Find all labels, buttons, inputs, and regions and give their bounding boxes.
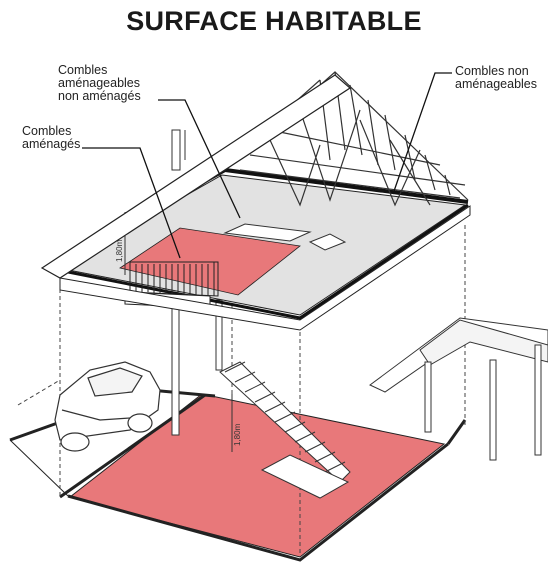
roof-slope <box>40 74 351 279</box>
page-title: SURFACE HABITABLE <box>126 6 422 36</box>
label-line: Combles <box>58 63 108 77</box>
label-line: Combles <box>22 124 72 138</box>
ground-outline <box>59 393 206 499</box>
leader-lines <box>82 72 452 259</box>
attic-opening <box>223 223 312 242</box>
ground-outline <box>446 419 467 445</box>
staircase <box>219 361 351 499</box>
floor-dimension-label: 1,80m <box>233 423 242 446</box>
label-combles-amenageables: Combles aménageables non aménagés <box>58 64 141 103</box>
carport <box>369 317 548 461</box>
ground-outline <box>9 439 69 497</box>
label-line: non aménagés <box>58 89 141 103</box>
label-line: aménageables <box>455 77 538 91</box>
ground-outline <box>67 442 449 562</box>
label-line: aménagés <box>22 137 81 151</box>
label-line: aménageables <box>58 76 141 90</box>
car-illustration <box>54 361 161 452</box>
label-combles-non-amenageables: Combles non aménageables <box>455 65 537 91</box>
chimney <box>171 129 181 171</box>
label-line: Combles non <box>455 64 529 78</box>
attic-opening <box>308 233 347 251</box>
attic-dimension-label: 1,80m <box>115 239 124 262</box>
label-combles-amenages: Combles aménagés <box>22 125 80 151</box>
post <box>171 304 180 436</box>
roof-slope <box>59 205 471 331</box>
post <box>215 299 223 371</box>
attic-outline <box>57 203 469 320</box>
